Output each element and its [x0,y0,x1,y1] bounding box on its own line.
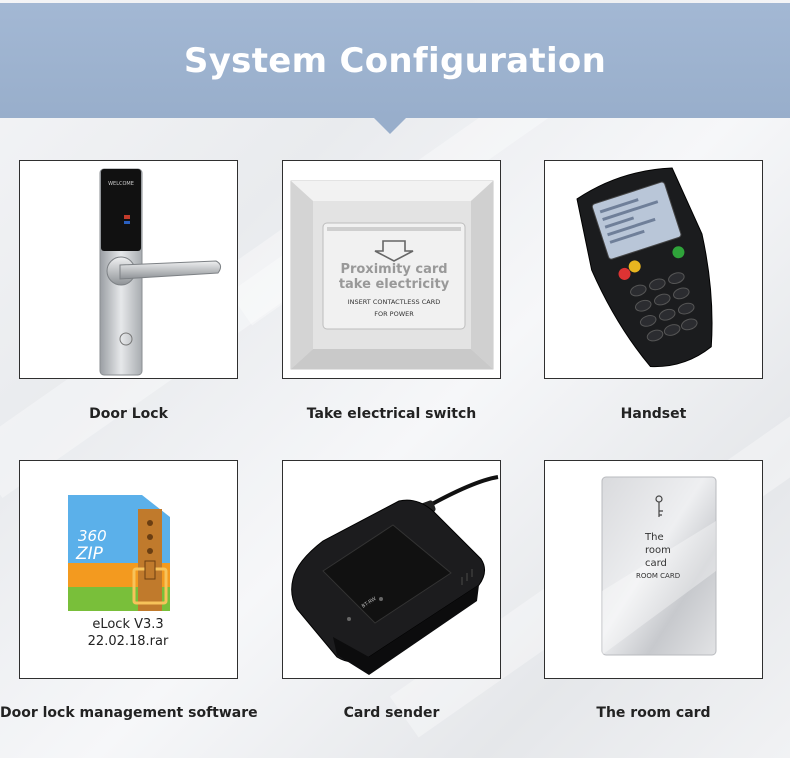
file-name-line1: eLock V3.3 [92,617,163,632]
door-lock-caption: Door Lock [89,406,168,422]
banner-pointer [373,117,407,134]
handset-image [576,167,713,368]
lock-plate-text: WELCOME [108,181,134,187]
card-sender-image: BT-RW [291,475,499,675]
electrical-switch-image: Proximity card take electricity INSERT C… [290,180,494,370]
switch-text-3: INSERT CONTACTLESS CARD [348,298,440,306]
room-card-caption: The room card [596,705,711,721]
zip-word-text: ZIP [75,544,104,564]
handset-caption: Handset [620,406,687,422]
switch-text-4: FOR POWER [374,310,414,318]
software-caption: Door lock management software [0,705,258,721]
electrical-switch-tile[interactable]: Proximity card take electricity INSERT C… [282,160,501,379]
door-lock-tile[interactable]: WELCOME [19,160,238,379]
room-card-image: The room card ROOM CARD [601,476,717,656]
card-sender-tile[interactable]: BT-RW [282,460,501,679]
card-text-3: card [645,558,667,569]
zip-brand-text: 360 [78,527,107,545]
door-lock-image: WELCOME [99,168,222,376]
card-text-2: room [645,545,671,556]
file-name-line2: 22.02.18.rar [88,634,169,649]
card-sender-caption: Card sender [343,705,440,721]
card-text-1: The [644,532,664,543]
header-banner: System Configuration [0,3,790,118]
handset-tile[interactable] [544,160,763,379]
software-archive-image: 360 ZIP eLock V3.3 22.02.18.rar [68,495,170,649]
electrical-switch-caption: Take electrical switch [306,406,477,422]
room-card-tile[interactable]: The room card ROOM CARD [544,460,763,679]
page-title: System Configuration [183,40,607,81]
switch-text-1: Proximity card [340,262,447,277]
switch-text-2: take electricity [339,277,450,292]
card-text-4: ROOM CARD [636,572,680,580]
software-tile[interactable]: 360 ZIP eLock V3.3 22.02.18.rar [19,460,238,679]
